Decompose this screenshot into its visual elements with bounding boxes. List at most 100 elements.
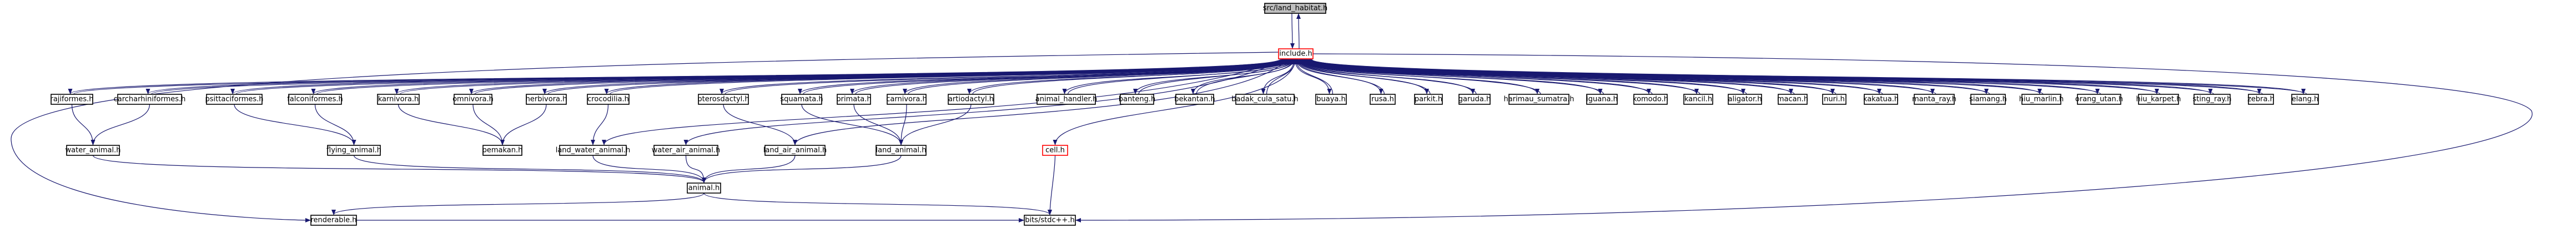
node-hiu-marlin[interactable]: hiu_marlin.h bbox=[2019, 94, 2064, 105]
node-parkit[interactable]: parkit.h bbox=[1414, 94, 1443, 105]
node-pemakan[interactable]: pemakan.h bbox=[482, 145, 523, 156]
node-box bbox=[653, 145, 718, 156]
node-cell[interactable]: cell.h bbox=[1042, 145, 1068, 156]
node-badak-cula-satu[interactable]: badak_cula_satu.h bbox=[1231, 94, 1299, 105]
node-label: bits/stdc++.h bbox=[1025, 216, 1075, 225]
node-box bbox=[206, 94, 263, 105]
node-sting-ray[interactable]: sting_ray.h bbox=[2193, 94, 2232, 105]
node-label: zebra.h bbox=[2247, 95, 2275, 104]
node-label: herbivora.h bbox=[526, 95, 567, 104]
node-buaya[interactable]: buaya.h bbox=[1315, 94, 1347, 105]
node-squamata[interactable]: squamata.h bbox=[780, 94, 823, 105]
node-label: hiu_marlin.h bbox=[2019, 95, 2064, 104]
edge-falconiformes-to-flying_animal bbox=[314, 104, 356, 145]
node-siamang[interactable]: siamang.h bbox=[1969, 94, 2007, 105]
node-box bbox=[1822, 94, 1847, 105]
edge-artiodactyl-to-include bbox=[972, 59, 1294, 95]
node-carnivora[interactable]: carnivora.h bbox=[886, 94, 927, 105]
node-label: crocodilia.h bbox=[587, 95, 629, 104]
node-box bbox=[1042, 145, 1068, 156]
node-pterosdactyl[interactable]: pterosdactyl.h bbox=[697, 94, 749, 105]
node-nuri[interactable]: nuri.h bbox=[1822, 94, 1847, 105]
edge-pterosdactyl-to-land_air_animal bbox=[723, 104, 797, 145]
node-harimau-sumatra[interactable]: harimau_sumatra.h bbox=[1504, 94, 1574, 105]
node-komodo[interactable]: komodo.h bbox=[1633, 94, 1668, 105]
node-box bbox=[377, 94, 420, 105]
node-label: water_animal.h bbox=[66, 146, 121, 155]
edges-layer bbox=[11, 13, 2533, 222]
edge-harimau_sumatra-to-include bbox=[1297, 59, 1541, 95]
node-box bbox=[781, 94, 822, 105]
node-land-animal[interactable]: land_animal.h bbox=[876, 145, 927, 156]
node-box bbox=[117, 94, 182, 105]
node-kakatua[interactable]: kakatua.h bbox=[1863, 94, 1899, 105]
node-animal[interactable]: animal.h bbox=[687, 183, 721, 194]
edge-hiu_marlin-to-include bbox=[1305, 59, 2044, 95]
edge-pterosdactyl-to-include bbox=[724, 59, 1291, 95]
edge-include-to-karnivora bbox=[394, 58, 1285, 94]
node-land-air-animal[interactable]: land_air_animal.h bbox=[763, 145, 827, 156]
node-box bbox=[764, 145, 826, 156]
node-label: sting_ray.h bbox=[2193, 95, 2232, 104]
edge-animal-to-renderable bbox=[331, 192, 705, 215]
node-omnivora[interactable]: omnivora.h bbox=[452, 94, 494, 105]
node-land-water-animal[interactable]: land_water_animal.h bbox=[556, 145, 631, 156]
node-water-animal[interactable]: water_animal.h bbox=[66, 145, 121, 156]
node-flying-animal[interactable]: flying_animal.h bbox=[326, 145, 381, 156]
node-primata[interactable]: primata.h bbox=[836, 94, 872, 105]
node-label: flying_animal.h bbox=[326, 146, 381, 155]
node-herbivora[interactable]: herbivora.h bbox=[526, 94, 567, 105]
node-psittaciformes[interactable]: psittaciformes.h bbox=[205, 94, 264, 105]
node-label: buaya.h bbox=[1316, 95, 1346, 104]
node-box bbox=[1120, 94, 1154, 105]
edge-squamata-to-land_animal bbox=[801, 104, 903, 145]
node-hiu-karpet[interactable]: hiu_karpet.h bbox=[2136, 94, 2181, 105]
node-label: falconiformes.h bbox=[287, 95, 343, 104]
node-rajiformes[interactable]: rajiformes.h bbox=[51, 94, 94, 105]
node-include-h[interactable]: include.h bbox=[1278, 48, 1314, 59]
node-label: aligator.h bbox=[1728, 95, 1762, 104]
edge-omnivora-to-include bbox=[474, 59, 1289, 95]
node-aligator[interactable]: aligator.h bbox=[1728, 94, 1762, 105]
node-label: src/land_habitat.h bbox=[1263, 4, 1328, 13]
node-elang[interactable]: elang.h bbox=[2291, 94, 2319, 105]
edge-karnivora-to-pemakan bbox=[398, 104, 505, 145]
node-box bbox=[1235, 94, 1295, 105]
node-artiodactyl[interactable]: artiodactyl.h bbox=[948, 94, 994, 105]
node-box bbox=[948, 94, 994, 105]
node-box bbox=[1683, 94, 1713, 105]
node-box bbox=[2248, 94, 2274, 105]
node-src-land-habitat[interactable]: src/land_habitat.h bbox=[1263, 3, 1328, 14]
node-manta-ray[interactable]: manta_ray.h bbox=[1912, 94, 1956, 105]
edge-include-to-renderable bbox=[11, 52, 1279, 222]
node-box bbox=[587, 94, 630, 105]
node-banteng[interactable]: banteng.h bbox=[1119, 94, 1155, 105]
node-renderable[interactable]: renderable.h bbox=[310, 215, 357, 226]
node-rusa[interactable]: rusa.h bbox=[1370, 94, 1396, 105]
edge-include-to-water_air_animal bbox=[683, 58, 1285, 145]
node-box bbox=[1278, 48, 1314, 59]
node-box bbox=[482, 145, 522, 156]
node-falconiformes[interactable]: falconiformes.h bbox=[287, 94, 343, 105]
edge-flying_animal-to-animal bbox=[353, 155, 706, 183]
node-animal-handler[interactable]: animal_handler.h bbox=[1035, 94, 1097, 105]
node-zebra[interactable]: zebra.h bbox=[2247, 94, 2275, 105]
node-garuda[interactable]: garuda.h bbox=[1458, 94, 1491, 105]
node-macan[interactable]: macan.h bbox=[1777, 94, 1808, 105]
node-label: harimau_sumatra.h bbox=[1504, 95, 1574, 104]
node-bekantan[interactable]: bekantan.h bbox=[1174, 94, 1215, 105]
node-carcharhiniformes[interactable]: carcharhiniformes.h bbox=[114, 94, 186, 105]
node-orang-utan[interactable]: orang_utan.h bbox=[2075, 94, 2123, 105]
node-crocodilia[interactable]: crocodilia.h bbox=[587, 94, 630, 105]
node-bits-stdcpp[interactable]: bits/stdc++.h bbox=[1024, 215, 1076, 226]
node-label: bekantan.h bbox=[1174, 95, 1215, 104]
node-water-air-animal[interactable]: water_air_animal.h bbox=[652, 145, 720, 156]
edge-water_animal-to-animal bbox=[92, 155, 706, 183]
node-karnivora[interactable]: karnivora.h bbox=[377, 94, 420, 105]
node-kancil[interactable]: kancil.h bbox=[1683, 94, 1713, 105]
edge-carnivora-to-land_animal bbox=[899, 104, 907, 145]
node-box bbox=[559, 145, 627, 156]
node-box bbox=[1264, 3, 1326, 14]
node-iguana[interactable]: iguana.h bbox=[1586, 94, 1618, 105]
